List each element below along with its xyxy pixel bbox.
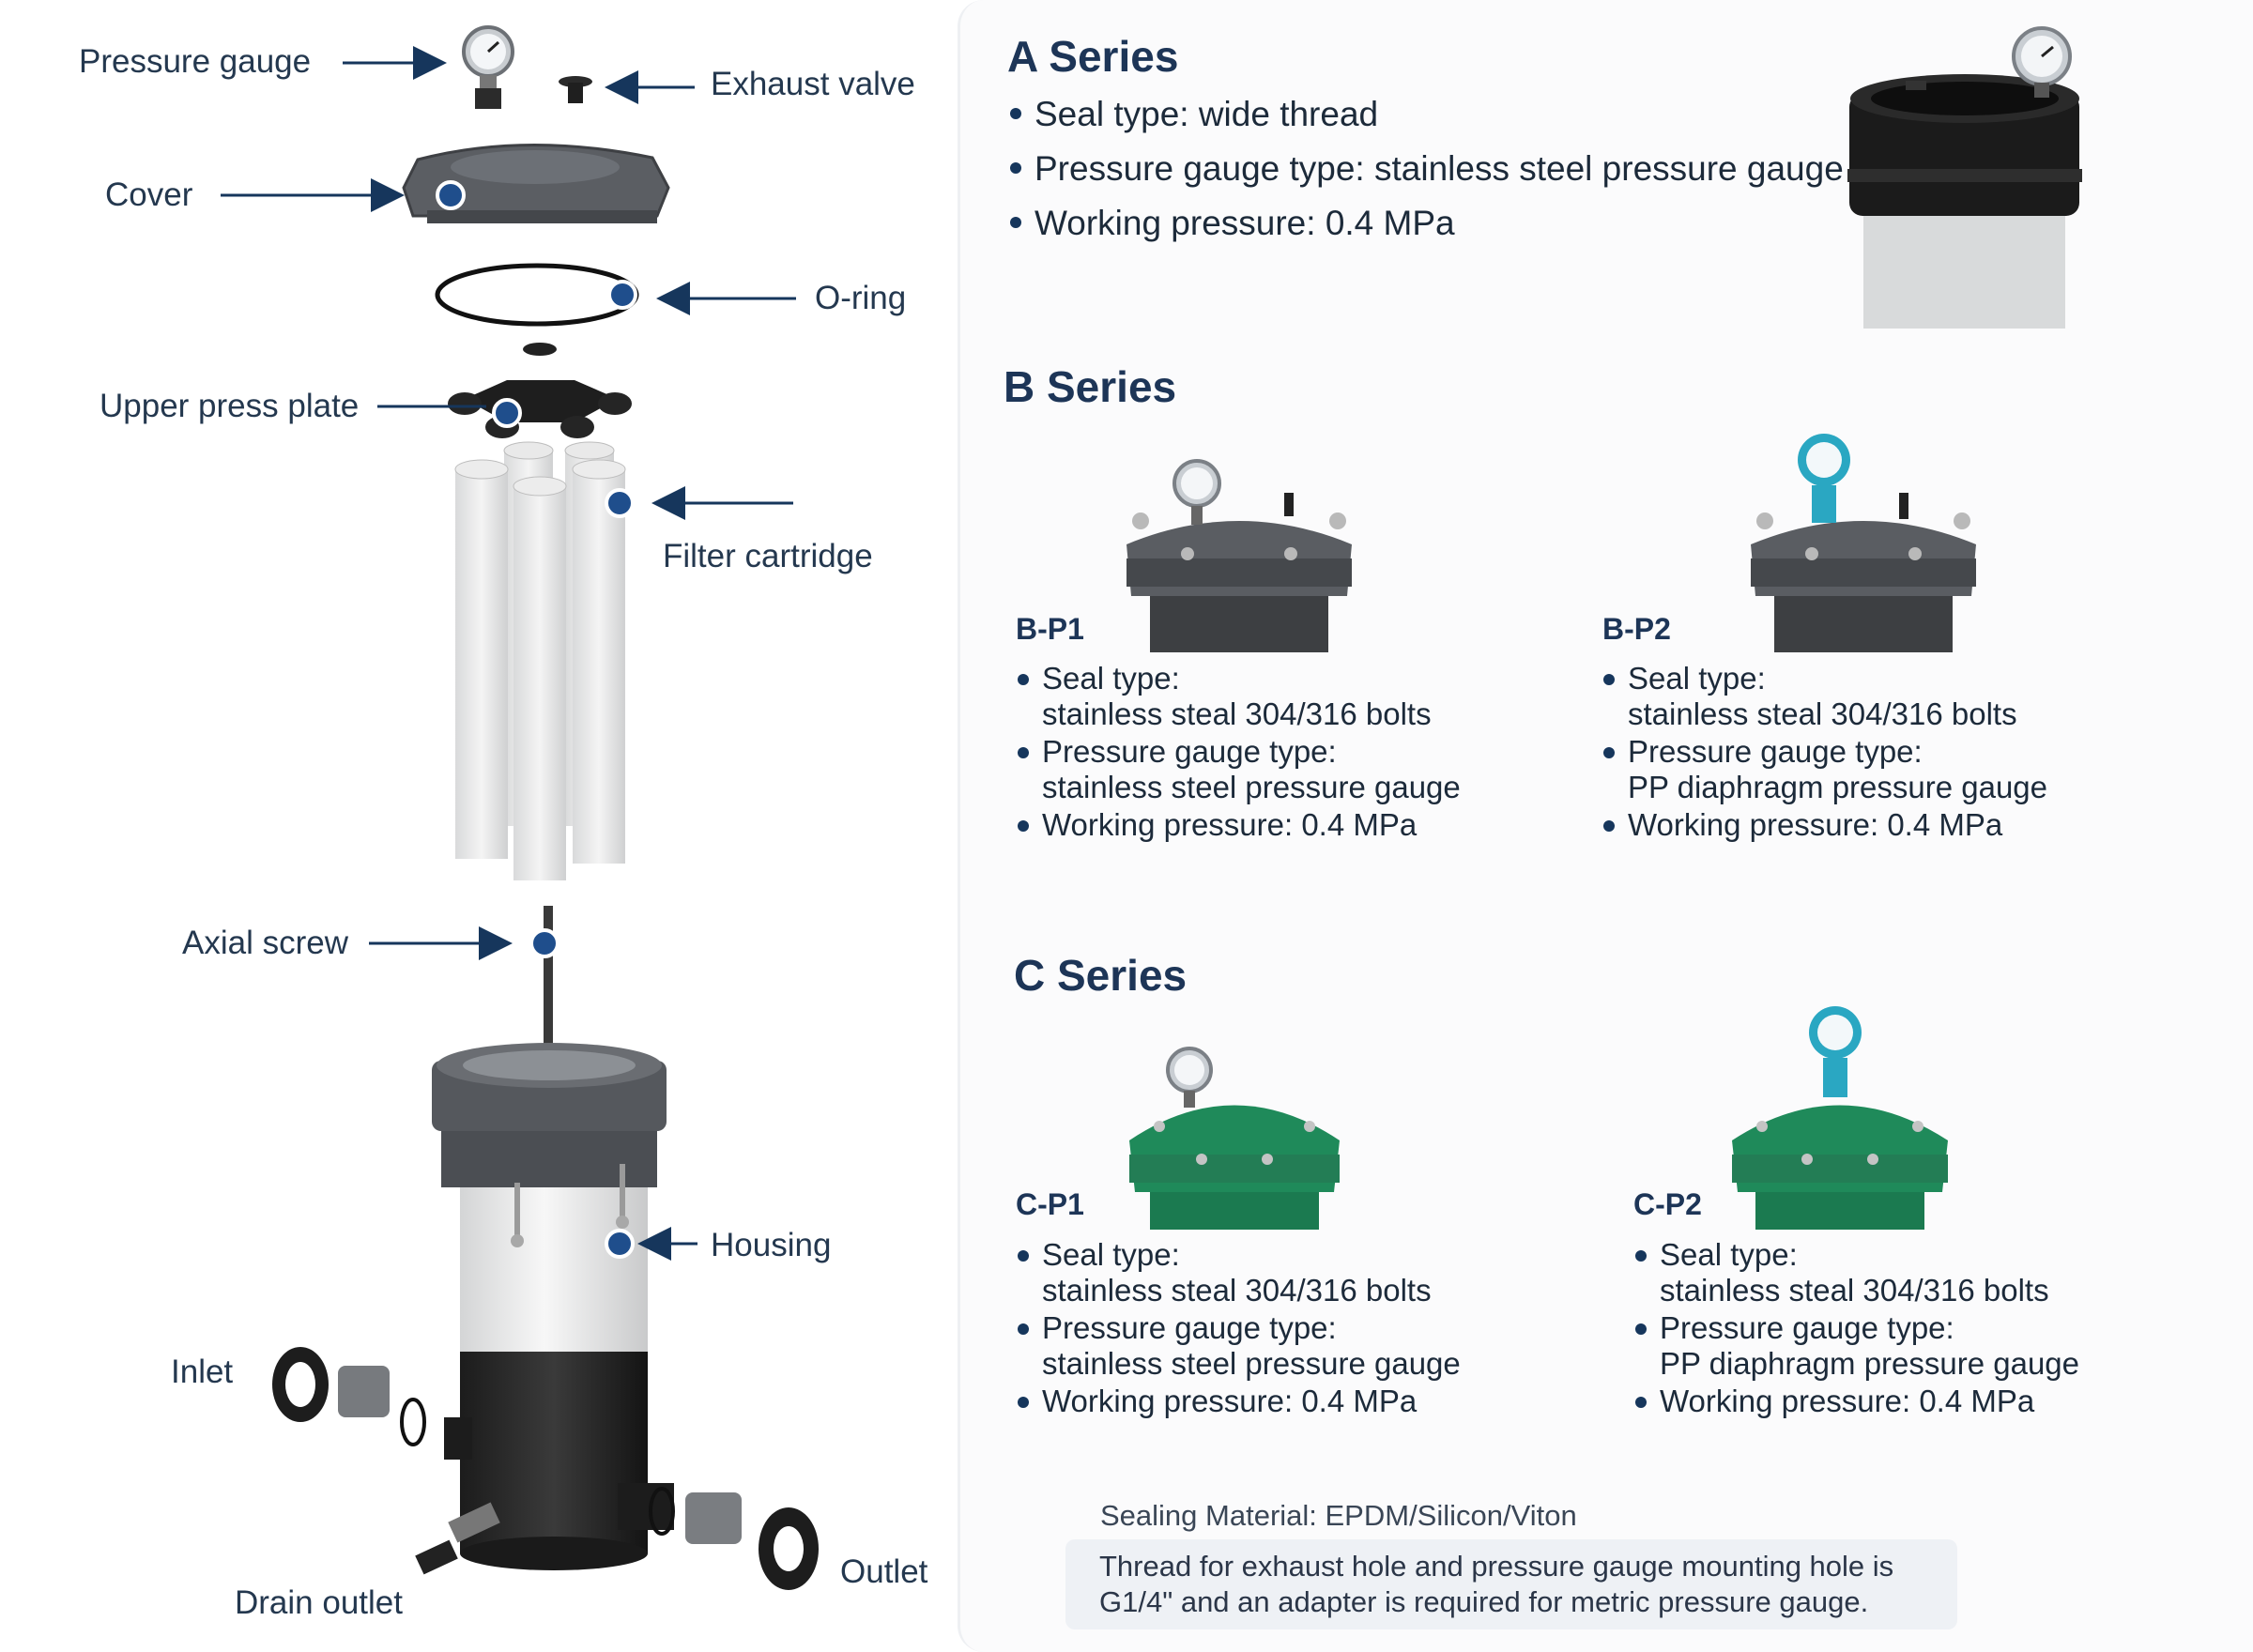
cover-dot xyxy=(436,180,466,210)
c-p1-seal-value: stainless steal 304/316 bolts xyxy=(1042,1273,1432,1308)
label-pressure-gauge: Pressure gauge xyxy=(79,43,312,80)
a-series-image xyxy=(1847,26,2082,329)
label-outlet: Outlet xyxy=(840,1553,928,1590)
housing-part xyxy=(432,1043,674,1570)
c-p2-gauge-value: PP diaphragm pressure gauge xyxy=(1660,1346,2080,1381)
label-o-ring: O-ring xyxy=(815,280,907,316)
press-plate-dot xyxy=(492,398,522,428)
c-p2-pressure: Working pressure: 0.4 MPa xyxy=(1635,1384,2079,1419)
b-p2-gauge-value: PP diaphragm pressure gauge xyxy=(1628,770,2048,804)
b-p2-gauge-label: Pressure gauge type: xyxy=(1628,734,1923,769)
filter-cartridge-part xyxy=(454,441,626,880)
c-p1-specs: Seal type:stainless steal 304/316 bolts … xyxy=(1018,1237,1461,1421)
label-upper-press-plate: Upper press plate xyxy=(100,388,360,424)
c-p2-seal-value: stainless steal 304/316 bolts xyxy=(1660,1273,2049,1308)
c-p1-image xyxy=(1129,1047,1340,1230)
c-p2-specs: Seal type:stainless steal 304/316 bolts … xyxy=(1635,1237,2079,1421)
label-drain-outlet: Drain outlet xyxy=(235,1584,403,1621)
cover-part xyxy=(402,144,670,223)
b-series-title: B Series xyxy=(1004,362,1177,411)
a-working-pressure: Working pressure: 0.4 MPa xyxy=(1010,197,1844,250)
drain-parts xyxy=(415,1502,500,1575)
b-p1-gauge-label: Pressure gauge type: xyxy=(1042,734,1337,769)
c-p1-seal-label: Seal type: xyxy=(1042,1237,1180,1272)
c-p1-gauge-value: stainless steel pressure gauge xyxy=(1042,1346,1461,1381)
c-p1-gauge-label: Pressure gauge type: xyxy=(1042,1310,1337,1345)
c-p2-image xyxy=(1732,1006,1948,1230)
b-p2-image xyxy=(1751,434,1976,652)
label-exhaust-valve: Exhaust valve xyxy=(711,66,915,102)
a-seal-type: Seal type: wide thread xyxy=(1010,88,1844,141)
b-p2-pressure: Working pressure: 0.4 MPa xyxy=(1603,807,2047,843)
a-series-title: A Series xyxy=(1007,32,1179,81)
b-p1-specs: Seal type:stainless steal 304/316 bolts … xyxy=(1018,661,1461,845)
b-p1-seal-value: stainless steal 304/316 bolts xyxy=(1042,696,1432,731)
housing-dot xyxy=(605,1229,635,1259)
axial-screw-dot xyxy=(529,928,559,958)
o-ring-dot xyxy=(607,280,637,310)
a-gauge-type: Pressure gauge type: stainless steel pre… xyxy=(1010,143,1844,195)
c-p1-pressure: Working pressure: 0.4 MPa xyxy=(1018,1384,1461,1419)
b-p1-name: B-P1 xyxy=(1016,612,1084,646)
c-p1-name: C-P1 xyxy=(1016,1187,1084,1221)
exhaust-valve-part xyxy=(559,76,592,103)
label-inlet: Inlet xyxy=(171,1354,234,1390)
c-p2-gauge-label: Pressure gauge type: xyxy=(1660,1310,1954,1345)
b-p1-image xyxy=(1126,459,1352,652)
pressure-gauge-part xyxy=(462,25,514,109)
b-p2-specs: Seal type:stainless steal 304/316 bolts … xyxy=(1603,661,2047,845)
b-p1-gauge-value: stainless steel pressure gauge xyxy=(1042,770,1461,804)
b-p2-seal-value: stainless steal 304/316 bolts xyxy=(1628,696,2017,731)
b-p1-seal-label: Seal type: xyxy=(1042,661,1180,696)
c-p2-seal-label: Seal type: xyxy=(1660,1237,1798,1272)
cartridge-dot xyxy=(605,488,635,518)
inlet-parts xyxy=(272,1347,426,1446)
b-p2-name: B-P2 xyxy=(1602,612,1671,646)
label-axial-screw: Axial screw xyxy=(182,925,348,961)
outlet-parts xyxy=(649,1487,819,1590)
c-p2-name: C-P2 xyxy=(1633,1187,1702,1221)
thread-note-line1: Thread for exhaust hole and pressure gau… xyxy=(1099,1550,1894,1583)
axial-screw-part xyxy=(544,906,553,1136)
label-housing: Housing xyxy=(711,1227,832,1263)
c-series-title: C Series xyxy=(1014,951,1188,1000)
a-series-specs: Seal type: wide thread Pressure gauge ty… xyxy=(1010,88,1844,252)
label-filter-cartridge: Filter cartridge xyxy=(663,538,873,574)
upper-press-plate-part xyxy=(448,343,632,438)
sealing-material-note: Sealing Material: EPDM/Silicon/Viton xyxy=(1100,1499,1577,1532)
b-p2-seal-label: Seal type: xyxy=(1628,661,1766,696)
thread-note-box: Thread for exhaust hole and pressure gau… xyxy=(1065,1539,1957,1629)
b-p1-pressure: Working pressure: 0.4 MPa xyxy=(1018,807,1461,843)
label-cover: Cover xyxy=(105,176,193,213)
exploded-diagram xyxy=(221,25,819,1590)
o-ring-part xyxy=(435,263,639,327)
thread-note-line2: G1/4" and an adapter is required for met… xyxy=(1099,1585,1869,1618)
